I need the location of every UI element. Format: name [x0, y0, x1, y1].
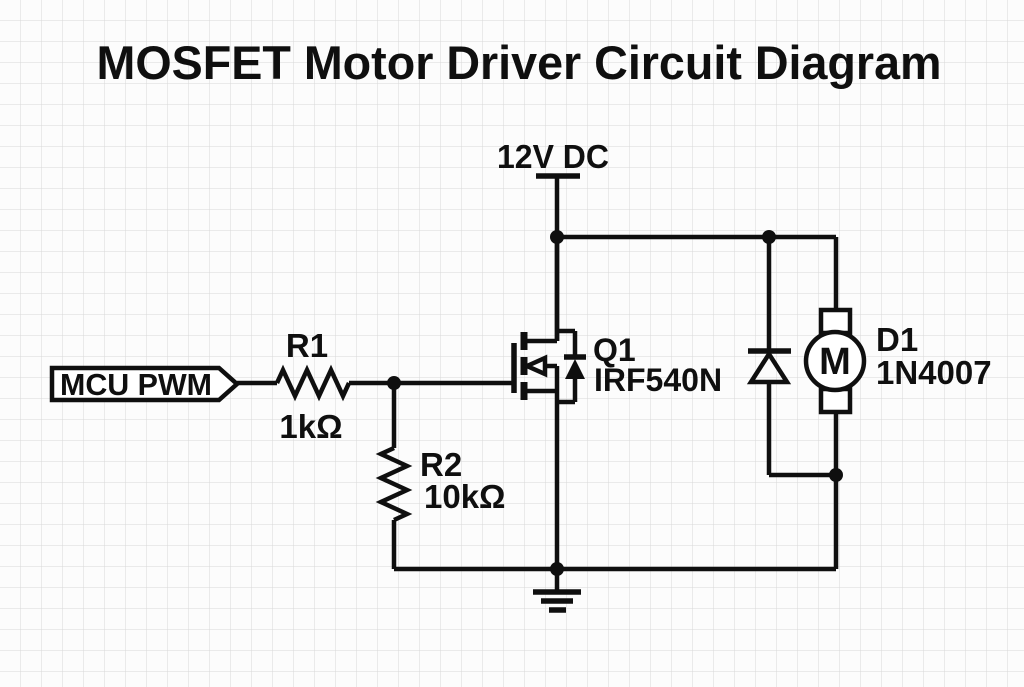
body-diode-triangle — [565, 359, 585, 379]
motor-body — [803, 329, 867, 393]
r2-zigzag — [375, 445, 413, 523]
junction-dot-ground — [550, 562, 564, 576]
r1-zigzag — [274, 364, 352, 402]
mosfet-ref-label: Q1 — [593, 332, 636, 368]
motor-terminal-top — [818, 307, 853, 336]
input-flag-label: MCU PWM — [60, 367, 212, 402]
body-diode-wire — [557, 328, 578, 405]
r1-value-label: 1kΩ — [279, 408, 342, 445]
mosfet-body-diode-icon — [557, 328, 586, 405]
diode-ref-label: D1 — [876, 321, 918, 358]
input-flag-outline — [49, 365, 241, 403]
junction-dot-diode-bottom — [829, 468, 843, 482]
r1-ref-label: R1 — [286, 327, 328, 364]
motor-symbol: M — [803, 237, 867, 569]
junction-dots — [387, 230, 843, 576]
motor-terminal-bottom — [818, 386, 853, 415]
junction-dot-gate — [387, 376, 401, 390]
page-title: MOSFET Motor Driver Circuit Diagram — [97, 36, 942, 89]
resistor-r2: R2 10kΩ — [375, 383, 506, 569]
power-label: 12V DC — [497, 138, 609, 175]
diode-wire-bottom — [766, 382, 836, 478]
mosfet-source-wire — [524, 388, 560, 569]
resistor-r1: R1 1kΩ — [237, 327, 514, 445]
diode-part-label: 1N4007 — [876, 354, 992, 391]
junction-dot-diode-top — [762, 230, 776, 244]
input-flag: MCU PWM — [49, 365, 241, 403]
r2-ref-label: R2 — [420, 446, 462, 483]
mosfet-body-arrow-icon — [521, 354, 548, 378]
mosfet-drain-wire — [524, 237, 560, 344]
mosfet-q1: Q1 IRF540N — [511, 237, 722, 569]
flyback-diode-d1: D1 1N4007 — [746, 237, 992, 478]
r2-value-label: 10kΩ — [424, 478, 506, 515]
mosfet-part-label: IRF540N — [594, 362, 722, 398]
motor-letter: M — [819, 341, 851, 383]
junction-dot-drain-rail — [550, 230, 564, 244]
